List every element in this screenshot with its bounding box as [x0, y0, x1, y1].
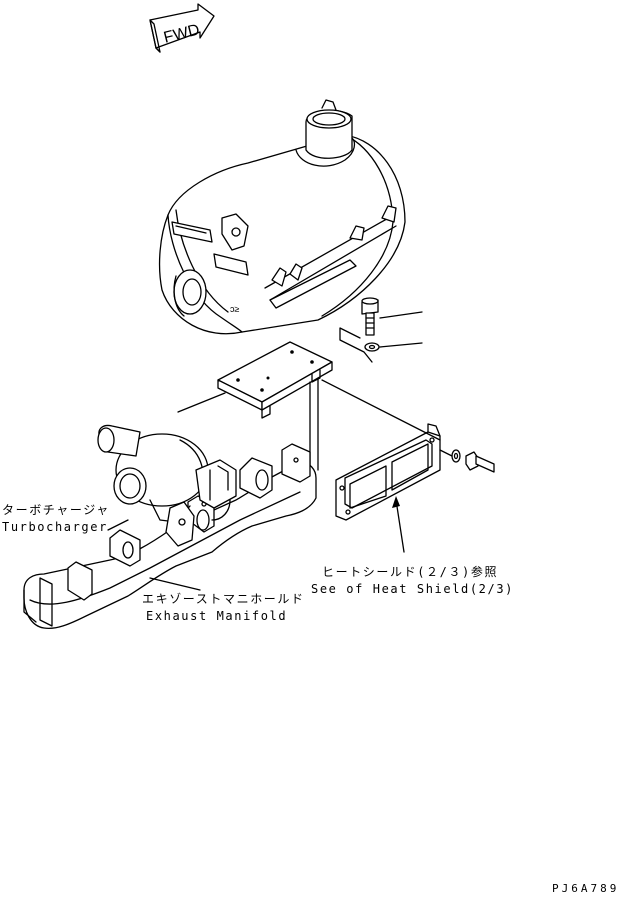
turbocharger-label-jp: ターボチャージャ	[2, 503, 110, 517]
drawing-code: PJ6A789	[552, 882, 620, 895]
exhaust-manifold-label-jp: エキゾーストマニホールド	[142, 592, 305, 606]
exhaust-manifold	[23, 443, 317, 630]
bracket-plate	[177, 327, 373, 471]
heat-shield-ref-label-en: See of Heat Shield(2/3)	[311, 582, 514, 596]
turbocharger-label-en: Turbocharger	[2, 520, 108, 534]
fwd-arrow-icon: FWD	[149, 3, 215, 53]
heat-shield-gasket	[321, 379, 495, 553]
turbocharger	[97, 424, 237, 547]
heat-shield-ref-label-jp: ヒートシールド(２/３)参照	[322, 565, 499, 579]
svg-text:ↄ≥: ↄ≥	[230, 304, 240, 314]
muffler: ↄ≥	[158, 99, 406, 335]
manifold-leader	[149, 577, 201, 591]
exhaust-manifold-label-en: Exhaust Manifold	[146, 609, 288, 623]
washer	[364, 342, 423, 352]
bolt	[361, 297, 423, 336]
turbocharger-leader	[107, 519, 129, 531]
